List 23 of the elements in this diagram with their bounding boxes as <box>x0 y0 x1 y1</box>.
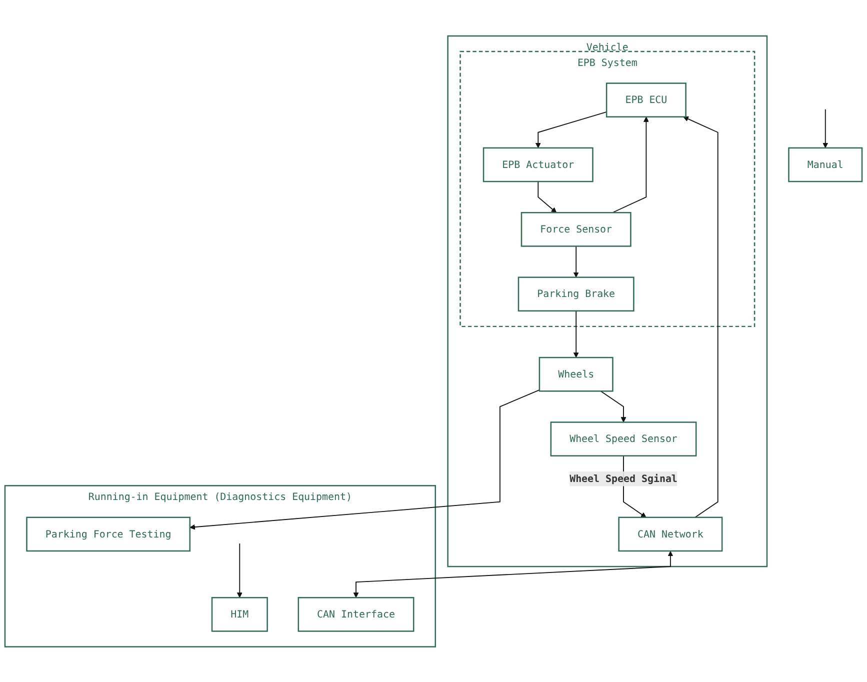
node-box: CAN Network <box>618 516 723 552</box>
node-box: EPB Actuator <box>482 146 594 182</box>
arrow <box>822 108 828 148</box>
node-box: HIM <box>211 596 268 632</box>
node-box: Force Sensor <box>520 212 632 246</box>
node-box: Wheel Speed Sensor <box>550 421 697 456</box>
node-box: CAN Interface <box>298 596 414 632</box>
node-box: Parking Force Testing <box>26 516 191 552</box>
node-box: Wheels <box>538 356 614 392</box>
arrow <box>612 116 649 213</box>
edge-label: Wheel Speed Sginal <box>570 472 678 484</box>
arrow <box>535 111 608 148</box>
arrow <box>190 389 540 530</box>
node-box: Parking Brake <box>518 276 634 312</box>
node-box: EPB ECU <box>606 82 686 118</box>
arrow <box>538 180 557 212</box>
arrow <box>573 245 579 278</box>
node-box: Manual <box>788 146 863 182</box>
arrow <box>573 310 579 358</box>
arrow <box>683 116 718 518</box>
arrow <box>236 542 242 598</box>
arrow <box>600 390 626 422</box>
arrow <box>353 550 674 598</box>
